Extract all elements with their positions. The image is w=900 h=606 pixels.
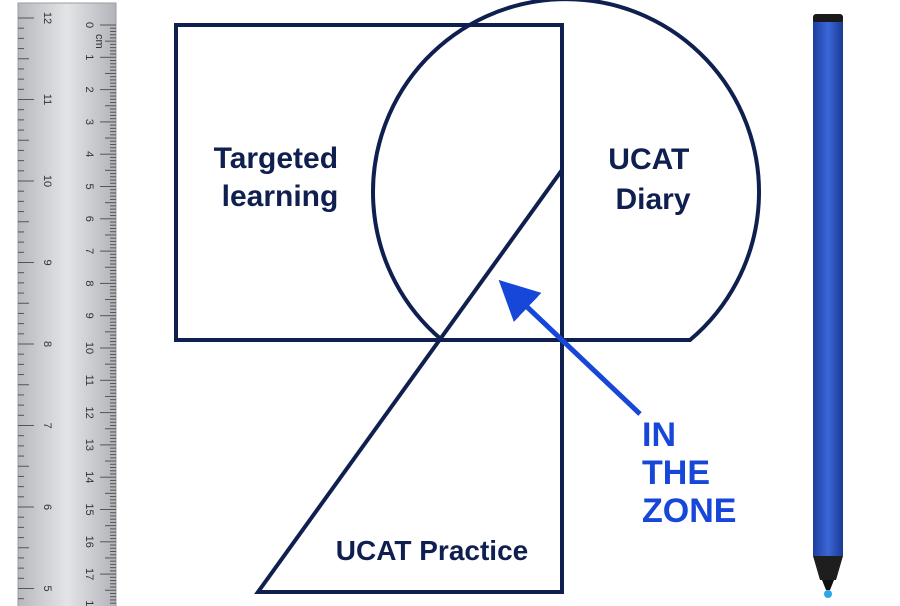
ruler-cm-label: 15 [83, 503, 95, 515]
circle-label-line-2: Diary [615, 183, 690, 216]
in-the-zone-callout: IN THE ZONE [642, 416, 736, 530]
ruler-inch-label: 12 [41, 12, 53, 24]
ruler-cm-label: 14 [83, 471, 95, 483]
ruler-cm-label: 7 [83, 248, 95, 254]
triangle-label: UCAT Practice [336, 535, 528, 566]
ruler-cm-label: 3 [83, 119, 95, 125]
ruler-cm-label: 11 [83, 375, 95, 386]
ucat-practice-triangle [254, 163, 564, 594]
ruler-cm-label: 2 [83, 87, 95, 93]
callout-line-1: IN [642, 416, 676, 454]
ruler-inch-label: 11 [41, 94, 53, 105]
ruler-cm-label: 16 [83, 536, 95, 548]
ruler-inch-label: 8 [41, 341, 53, 347]
venn-diagram [174, 0, 761, 594]
ruler-cm-label: 8 [83, 280, 95, 286]
ruler-inch-label: 9 [41, 259, 53, 265]
rectangle-label-line-1: Targeted [214, 142, 338, 175]
ruler-cm-label: 5 [83, 183, 95, 189]
rectangle-label-line-2: learning [222, 180, 339, 213]
callout-line-2: THE [642, 454, 710, 492]
ruler-cm-unit: cm [93, 34, 105, 49]
ruler-cm-label: 13 [83, 439, 95, 451]
ruler-cm-label: 4 [83, 151, 95, 157]
pen-icon [813, 14, 843, 598]
callout-line-3: ZONE [642, 492, 736, 530]
ucat-diary-circle [371, 0, 761, 342]
ruler-cm-label: 17 [83, 568, 95, 580]
ruler-cm-label: 1 [83, 54, 95, 60]
ruler-inch-label: 10 [41, 175, 53, 187]
circle-label-line-1: UCAT [608, 143, 689, 176]
ruler-icon: 012345678910111213141516171812111098765 … [17, 2, 117, 606]
ruler-inch-label: 5 [41, 585, 53, 591]
ruler-cm-label: 0 [83, 22, 95, 28]
ruler-cm-label: 12 [83, 406, 95, 418]
ruler-cm-label: 6 [83, 216, 95, 222]
ruler-cm-label: 18 [83, 600, 95, 606]
ruler-cm-label: 9 [83, 313, 95, 319]
ruler-inch-label: 6 [41, 504, 53, 510]
in-the-zone-arrow [498, 279, 642, 416]
ruler-inch-label: 7 [41, 422, 53, 428]
rectangle-label: Targeted learning [214, 142, 347, 213]
ruler-cm-label: 10 [83, 342, 95, 354]
circle-label: UCAT Diary [608, 143, 697, 216]
